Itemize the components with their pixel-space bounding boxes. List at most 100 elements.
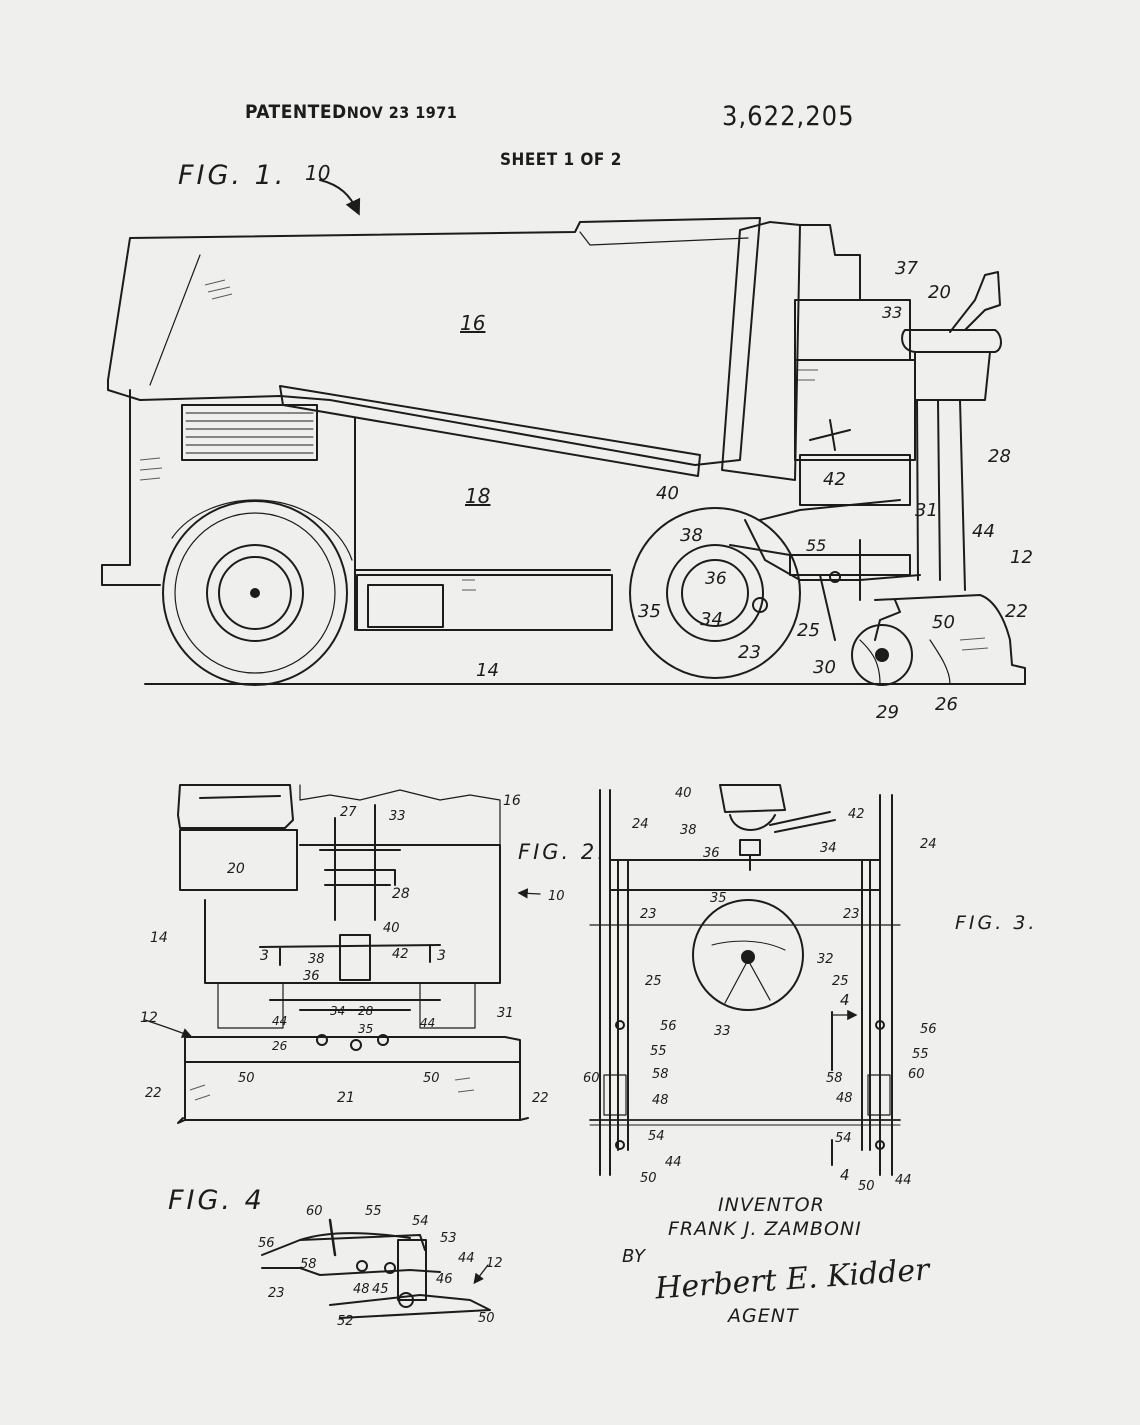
fig4-ref: 50 bbox=[478, 1311, 495, 1326]
fig4-ref: 52 bbox=[337, 1314, 354, 1329]
fig3-ref: 58 bbox=[652, 1067, 669, 1082]
patent-date: NOV 23 1971 bbox=[346, 103, 458, 122]
fig2-ref: 21 bbox=[337, 1090, 355, 1106]
fig3-ref: 60 bbox=[908, 1067, 925, 1082]
fig2-ref: 28 bbox=[358, 1004, 374, 1018]
fig3-ref: 48 bbox=[652, 1093, 669, 1108]
fig3-ref: 4 bbox=[840, 991, 850, 1009]
patent-number: 3,622,205 bbox=[722, 101, 855, 132]
fig1-ref: 55 bbox=[806, 536, 826, 555]
fig1-ref: 22 bbox=[1005, 601, 1028, 622]
fig4-ref: 23 bbox=[268, 1286, 285, 1301]
fig3-ref: 35 bbox=[710, 891, 727, 906]
fig1-ref: 35 bbox=[638, 601, 661, 622]
fig4-ref: 48 bbox=[353, 1282, 370, 1297]
fig3-ref: 24 bbox=[632, 817, 649, 832]
fig3-ref: 23 bbox=[640, 907, 657, 922]
fig3-drawing bbox=[589, 784, 901, 1176]
inventor-label: INVENTOR bbox=[718, 1194, 825, 1216]
fig3-ref: 58 bbox=[826, 1071, 843, 1086]
fig4-ref: 54 bbox=[412, 1214, 429, 1229]
fig2-ref: 3 bbox=[437, 948, 446, 964]
fig3-ref: 42 bbox=[848, 807, 865, 822]
fig4-ref: 12 bbox=[486, 1256, 503, 1271]
fig1-ref: 12 bbox=[1010, 547, 1033, 568]
fig2-ref: 34 bbox=[330, 1004, 345, 1018]
sheet-number: SHEET 1 OF 2 bbox=[500, 150, 622, 170]
fig1-ref: 18 bbox=[465, 484, 490, 508]
fig3-ref: 23 bbox=[843, 907, 860, 922]
fig2-ref: 44 bbox=[420, 1016, 435, 1030]
fig1-label: FIG. 1. bbox=[178, 160, 287, 191]
fig1-ref: 30 bbox=[813, 657, 836, 678]
fig1-drawing bbox=[101, 179, 1026, 686]
fig3-ref: 33 bbox=[714, 1024, 731, 1039]
fig2-ref: 27 bbox=[340, 805, 357, 820]
fig3-ref: 48 bbox=[836, 1091, 853, 1106]
fig2-ref: 35 bbox=[358, 1022, 373, 1036]
fig1-ref: 40 bbox=[656, 483, 679, 504]
fig3-ref: 54 bbox=[835, 1131, 852, 1146]
inventor-name: FRANK J. ZAMBONI bbox=[668, 1218, 862, 1240]
fig1-ref: 23 bbox=[738, 642, 761, 663]
fig3-ref: 4 bbox=[840, 1166, 850, 1184]
fig3-ref: 60 bbox=[583, 1071, 600, 1086]
fig2-ref: 44 bbox=[272, 1014, 287, 1028]
fig2-label: FIG. 2. bbox=[518, 840, 607, 864]
fig1-ref: 34 bbox=[700, 609, 723, 630]
patented-stamp: PATENTEDNOV 23 1971 bbox=[245, 101, 457, 123]
fig3-label: FIG. 3. bbox=[955, 912, 1038, 934]
fig2-ref: 22 bbox=[532, 1091, 549, 1106]
fig3-ref: 50 bbox=[858, 1179, 875, 1194]
fig3-ref: 44 bbox=[665, 1155, 682, 1170]
fig4-ref: 55 bbox=[365, 1204, 382, 1219]
fig2-ref: 16 bbox=[503, 793, 521, 809]
fig4-ref: 60 bbox=[306, 1204, 323, 1219]
fig4-ref: 56 bbox=[258, 1236, 275, 1251]
fig1-ref: 44 bbox=[972, 521, 995, 542]
fig2-ref: 12 bbox=[140, 1010, 158, 1026]
fig4-ref: 45 bbox=[372, 1282, 389, 1297]
fig2-drawing bbox=[144, 784, 541, 1124]
fig4-ref: 53 bbox=[440, 1231, 457, 1246]
fig2-ref: 38 bbox=[308, 952, 325, 967]
fig4-ref: 58 bbox=[300, 1257, 317, 1272]
fig1-ref: 42 bbox=[823, 469, 846, 490]
fig1-ref: 20 bbox=[928, 282, 951, 303]
fig2-ref: 33 bbox=[389, 809, 406, 824]
by-label: BY bbox=[622, 1246, 646, 1267]
agent-label: AGENT bbox=[728, 1305, 799, 1327]
fig1-ref: 37 bbox=[895, 258, 918, 279]
fig2-ref: 22 bbox=[145, 1086, 162, 1101]
fig3-ref: 54 bbox=[648, 1129, 665, 1144]
fig3-ref: 55 bbox=[650, 1044, 667, 1059]
fig2-ref: 14 bbox=[150, 930, 168, 946]
patented-label: PATENTED bbox=[245, 101, 347, 123]
fig2-ref: 10 bbox=[548, 889, 565, 904]
fig3-ref: 25 bbox=[645, 974, 662, 989]
fig2-ref: 50 bbox=[423, 1071, 440, 1086]
fig2-ref: 36 bbox=[303, 969, 320, 984]
fig1-ref: 29 bbox=[876, 702, 899, 723]
fig3-ref: 32 bbox=[817, 952, 834, 967]
fig2-ref: 50 bbox=[238, 1071, 255, 1086]
fig1-ref: 36 bbox=[705, 569, 727, 589]
fig3-ref: 40 bbox=[675, 786, 692, 801]
fig1-ref: 25 bbox=[797, 620, 820, 641]
fig2-ref: 42 bbox=[392, 947, 409, 962]
fig1-ref: 50 bbox=[932, 612, 955, 633]
fig1-ref: 33 bbox=[882, 303, 902, 322]
fig3-ref: 56 bbox=[920, 1022, 937, 1037]
fig2-ref: 40 bbox=[383, 921, 400, 936]
fig1-ref: 38 bbox=[680, 525, 703, 546]
fig2-ref: 3 bbox=[260, 948, 269, 964]
fig3-ref: 34 bbox=[820, 841, 837, 856]
fig2-ref: 20 bbox=[227, 861, 245, 877]
fig1-ref: 28 bbox=[988, 446, 1011, 467]
fig1-ref: 16 bbox=[460, 311, 485, 335]
